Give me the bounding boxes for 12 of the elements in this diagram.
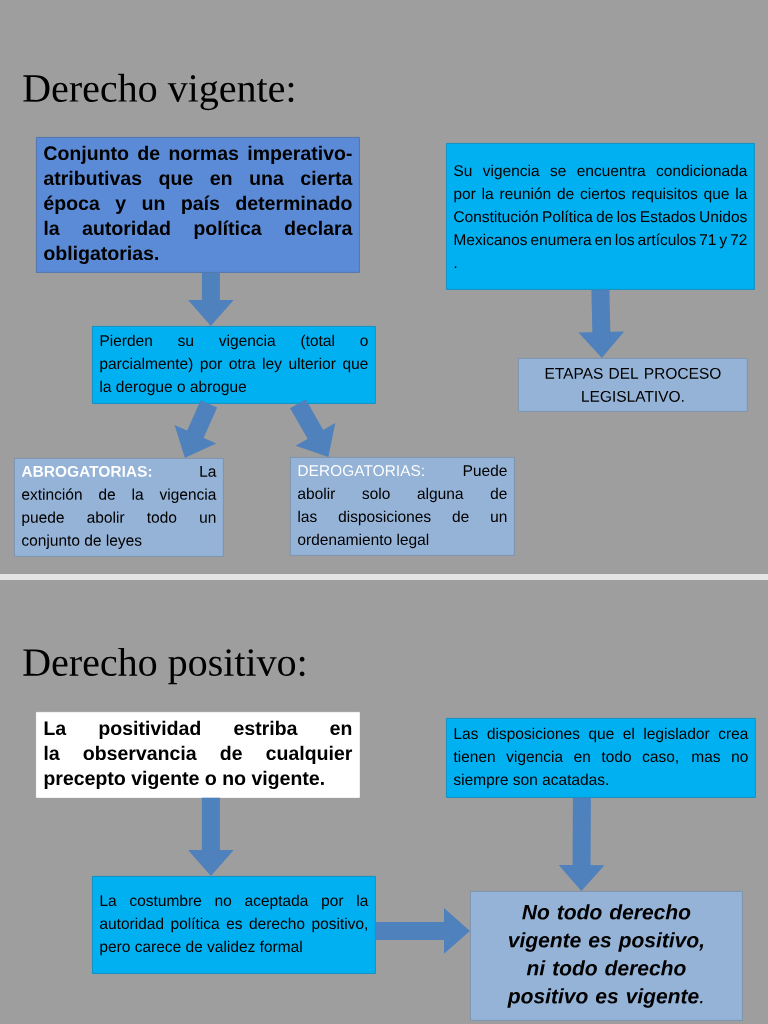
text-box: No todo derecho vigente es positivo, ni todo derecho positivo es vigente. xyxy=(470,891,743,1021)
text-box: La costumbre no aceptada por la autoridad política es derecho positivo, pero carece de validez formal xyxy=(92,876,376,974)
text-box: Pierden su vigencia (total o parcialmente) por otra ley ulterior que la derogue o abrogue xyxy=(92,326,376,404)
text-box: Las disposiciones que el legislador crea tienen vigencia en todo caso, mas no siempre son acatadas. xyxy=(446,718,756,798)
text-box: Conjunto de normas imperativo-atributivas que en una cierta época y un país determinado la autoridad política declara obligatorias. xyxy=(36,137,360,273)
text-box: Su vigencia se encuentra condicionada por la reunión de ciertos requisitos que la Constitución Política de los Estados Unidos Mexicanos enumera en los artículos 71 y 72 . xyxy=(446,143,755,290)
text-box: ETAPAS DEL PROCESO LEGISLATIVO. xyxy=(518,358,748,412)
title: Derecho vigente: xyxy=(23,73,294,111)
title: Derecho positivo: xyxy=(23,647,305,685)
text-box: La positividad estriba en la observancia de cualquier precepto vigente o no vigente. xyxy=(36,712,360,798)
text-box: ABROGATORIAS: La extinción de la vigencia puede abolir todo un conjunto de leyes xyxy=(14,458,224,557)
text-box: DEROGATORIAS: Puede abolir solo alguna de las disposiciones de un ordenamiento legal xyxy=(290,457,515,556)
